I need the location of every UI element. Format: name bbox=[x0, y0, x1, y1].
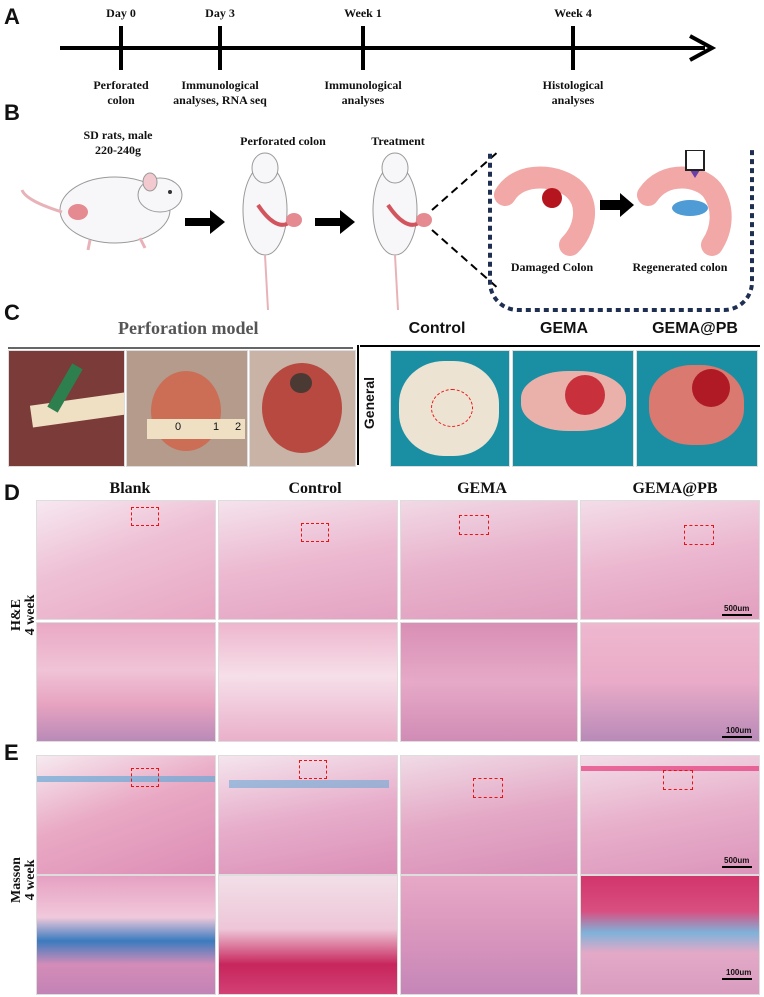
perforation-divider bbox=[8, 347, 353, 349]
gema-photo bbox=[512, 350, 634, 467]
masson-gema-high bbox=[400, 875, 578, 995]
general-row-label: General bbox=[361, 376, 377, 430]
panel-label-e: E bbox=[4, 740, 19, 765]
panel-label-b: B bbox=[4, 100, 20, 125]
roi-box bbox=[301, 523, 329, 542]
timeline-axis bbox=[60, 26, 717, 70]
damaged-colon-label: Damaged Colon bbox=[510, 260, 594, 274]
masson-scale-label-high: 100um bbox=[726, 968, 752, 977]
control-photo bbox=[390, 350, 510, 467]
roi-box bbox=[473, 778, 503, 798]
perforation-model-title: Perforation model bbox=[118, 318, 259, 338]
he-gema-high bbox=[400, 622, 578, 742]
rat-label: SD rats, male 220-240g bbox=[83, 128, 153, 157]
panel-label-c: C bbox=[4, 300, 20, 325]
perforation-photo-1 bbox=[8, 350, 125, 467]
column-gemapb: GEMA@PB bbox=[632, 480, 718, 497]
ruler-tick-0: 0 bbox=[175, 421, 182, 433]
timeline-day3: Day 3 bbox=[205, 6, 235, 20]
timeline-week4: Week 4 bbox=[554, 6, 592, 20]
group-control-title: Control bbox=[408, 320, 466, 337]
regenerated-colon-label: Regenerated colon bbox=[632, 260, 728, 274]
roi-box bbox=[131, 768, 159, 787]
he-scale-label-low: 500um bbox=[724, 604, 750, 613]
masson-gemapb-high bbox=[580, 875, 760, 995]
timeline-week1: Week 1 bbox=[344, 6, 382, 20]
column-control: Control bbox=[288, 480, 342, 497]
ruler bbox=[29, 392, 124, 428]
he-control-high bbox=[218, 622, 398, 742]
general-divider bbox=[360, 345, 760, 347]
roi-box bbox=[663, 770, 693, 790]
he-blank-high bbox=[36, 622, 216, 742]
panel-label-a: A bbox=[4, 4, 20, 29]
roi-box bbox=[299, 760, 327, 779]
timeline-week4-desc: Histological analyses bbox=[542, 78, 604, 107]
perforation-photo-3 bbox=[249, 350, 356, 467]
he-scale-bar-low bbox=[722, 614, 752, 616]
gemapb-photo bbox=[636, 350, 758, 467]
treatment-label: Treatment bbox=[371, 134, 425, 148]
ruler-tick-1: 1 bbox=[213, 421, 220, 433]
timeline-day3-desc: Immunological analyses, RNA seq bbox=[173, 78, 267, 107]
he-gema-low bbox=[400, 500, 578, 620]
gema-defect bbox=[565, 375, 605, 415]
roi-box bbox=[684, 525, 714, 545]
group-gemapb-title: GEMA@PB bbox=[652, 320, 738, 337]
roi-box bbox=[131, 507, 159, 526]
he-gemapb-high bbox=[580, 622, 760, 742]
column-gema: GEMA bbox=[457, 480, 507, 497]
masson-gema-low bbox=[400, 755, 578, 875]
masson-blank-low bbox=[36, 755, 216, 875]
ruler bbox=[147, 419, 245, 439]
he-control-low bbox=[218, 500, 398, 620]
he-gemapb-low bbox=[580, 500, 760, 620]
colon-tissue bbox=[151, 371, 221, 451]
masson-scale-label-low: 500um bbox=[724, 856, 750, 865]
column-blank: Blank bbox=[109, 480, 151, 497]
serosa-band bbox=[581, 766, 759, 771]
masson-control-low bbox=[218, 755, 398, 875]
he-scale-bar-high bbox=[722, 736, 752, 738]
perforation-site bbox=[290, 373, 312, 393]
panel-label-d: D bbox=[4, 480, 20, 505]
masson-blank-high bbox=[36, 875, 216, 995]
collagen-band bbox=[37, 776, 215, 782]
general-vline bbox=[357, 345, 359, 465]
gemapb-defect bbox=[692, 369, 730, 407]
defect-circle bbox=[431, 389, 473, 427]
masson-scale-bar-low bbox=[722, 866, 752, 868]
group-gema-title: GEMA bbox=[540, 320, 588, 337]
schematic-illustration bbox=[20, 150, 754, 312]
he-blank-low bbox=[36, 500, 216, 620]
he-scale-label-high: 100um bbox=[726, 726, 752, 735]
perforated-label: Perforated colon bbox=[240, 134, 326, 148]
timeline-day0: Day 0 bbox=[106, 6, 136, 20]
timeline-day0-desc: Perforated colon bbox=[93, 78, 149, 107]
perforation-photo-2: 0 1 2 bbox=[126, 350, 248, 467]
collagen-band bbox=[229, 780, 389, 788]
ruler-tick-2: 2 bbox=[235, 421, 242, 433]
masson-gemapb-low bbox=[580, 755, 760, 875]
masson-scale-bar-high bbox=[722, 978, 752, 980]
masson-control-high bbox=[218, 875, 398, 995]
timeline-week1-desc: Immunological analyses bbox=[324, 78, 402, 107]
roi-box bbox=[459, 515, 489, 535]
